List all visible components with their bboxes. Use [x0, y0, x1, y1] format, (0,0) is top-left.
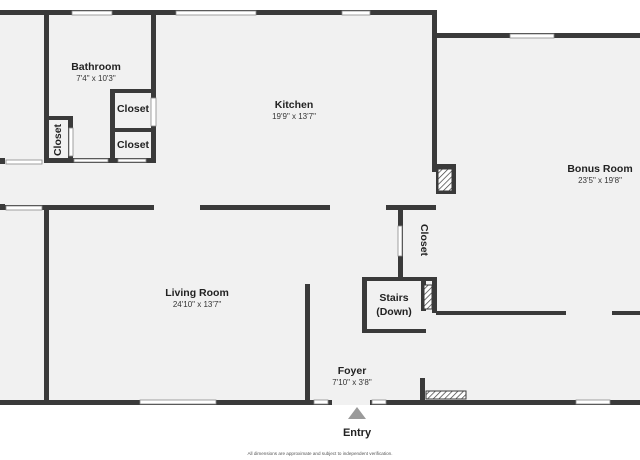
window: [313, 399, 329, 405]
stairs-direction-label: (Down): [376, 306, 412, 318]
hatched-features: [423, 168, 467, 400]
stair-treads-icon: [423, 284, 433, 310]
entry-label: Entry: [343, 427, 372, 439]
window: [139, 399, 217, 405]
foyer-dims: 7'10" x 3'8": [332, 378, 372, 387]
window: [509, 33, 555, 39]
window: [71, 10, 113, 16]
living-room-dims: 24'10" x 13'7": [173, 300, 221, 309]
window: [175, 10, 257, 16]
bonus-room-dims: 23'5" x 19'8": [578, 176, 622, 185]
kitchen-label: Kitchen: [275, 99, 314, 111]
door-gaps: [0, 164, 6, 204]
window: [575, 399, 611, 405]
window: [371, 399, 387, 405]
fireplace-icon: [437, 168, 453, 192]
closet-upper-label: Closet: [117, 103, 150, 115]
closet-lower-label: Closet: [117, 139, 150, 151]
disclaimer: All dimensions are approximate and subje…: [247, 451, 392, 456]
foyer-label: Foyer: [338, 365, 367, 377]
window: [5, 205, 43, 211]
closet-right-label: Closet: [418, 224, 430, 257]
window: [397, 225, 403, 257]
closet-left-label: Closet: [52, 123, 64, 156]
living-room-label: Living Room: [165, 287, 229, 299]
kitchen-dims: 19'9" x 13'7": [272, 112, 316, 121]
entry-marker: Entry: [343, 407, 372, 439]
window: [117, 158, 147, 163]
window: [68, 127, 74, 157]
window: [150, 97, 157, 127]
bonus-room-label: Bonus Room: [567, 163, 632, 175]
stairs-label: Stairs: [379, 292, 408, 304]
window: [5, 159, 43, 165]
entry-arrow-icon: [348, 407, 366, 419]
bathroom-label: Bathroom: [71, 61, 121, 73]
bathroom-dims: 7'4" x 10'3": [76, 74, 116, 83]
window: [341, 10, 371, 16]
vent-icon: [425, 390, 467, 400]
room-labels: Bathroom 7'4" x 10'3" Closet Closet Clos…: [52, 61, 633, 387]
windows: [5, 10, 611, 405]
window: [73, 158, 109, 163]
